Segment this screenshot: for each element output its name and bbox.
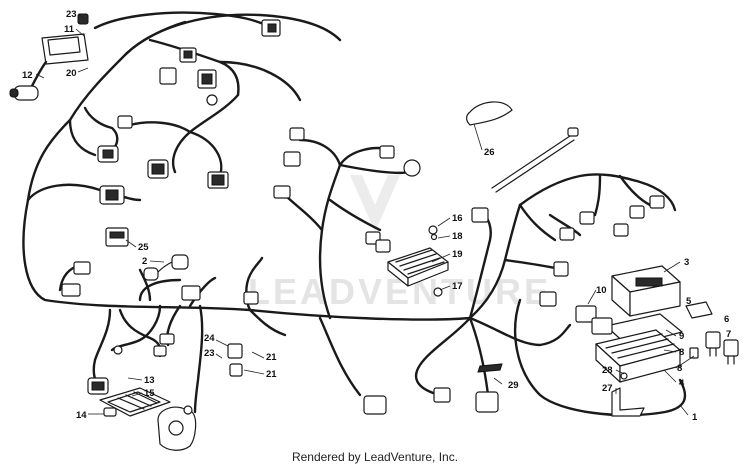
- callout-27: 27: [602, 383, 613, 394]
- ground-ring-terminals: [113, 333, 175, 357]
- fuse-block: [99, 387, 171, 417]
- callout-7: 7: [726, 329, 731, 340]
- harness-connector-left-block: [99, 185, 125, 205]
- fuse-8: [689, 347, 699, 359]
- watermark: LEADVENTURE: [248, 175, 548, 312]
- callout-23-lower: 23: [204, 348, 215, 359]
- voltage-regulator: [365, 225, 449, 297]
- callout-25: 25: [138, 242, 149, 253]
- callout-12: 11: [64, 24, 75, 35]
- callout-2: 2: [142, 256, 147, 267]
- footer-credit: Rendered by LeadVenture, Inc.: [291, 450, 459, 464]
- harness-connector-right-group: [471, 195, 665, 307]
- harness-connector-25: [105, 227, 129, 247]
- ignition-coil: [41, 13, 89, 65]
- callout-10: 9: [679, 331, 684, 342]
- relay-7: [723, 339, 739, 365]
- cable-ties: [466, 101, 579, 193]
- spark-plug-boot: [9, 60, 48, 101]
- harness-connector-dark-square: [207, 171, 229, 189]
- callout-23-top: 23: [66, 9, 77, 20]
- callout-20: 19: [452, 249, 463, 260]
- callout-19: 18: [452, 231, 463, 242]
- callout-13: 12: [22, 70, 33, 81]
- harness-connector-square-left: [97, 145, 119, 163]
- callout-21-lower: 21: [266, 352, 277, 363]
- harness-connector-top-center: [179, 47, 197, 63]
- callout-18: 17: [452, 281, 463, 292]
- relay-6: [705, 331, 721, 357]
- callout-leaders: [35, 13, 695, 416]
- harness-connector-left-lower: [61, 261, 91, 297]
- callout-numbers: 23 11 20 12 25 2 26 16 18 19 17 3 10 5 6…: [22, 9, 731, 423]
- callout-8: 8: [677, 363, 682, 374]
- callout-17: 16: [452, 213, 463, 224]
- fuse-box-assembly: [595, 265, 683, 383]
- callout-28: 28: [602, 365, 613, 376]
- relay-11: [575, 305, 613, 335]
- callout-14: 13: [144, 375, 155, 386]
- callout-15: 14: [76, 410, 87, 421]
- relay-5: [685, 301, 713, 319]
- callout-4: 4: [679, 378, 685, 389]
- callout-16: 15: [144, 388, 155, 399]
- harness-connector-lower-left: [87, 377, 109, 395]
- diode-24: [227, 343, 243, 377]
- bracket-27: [611, 372, 645, 417]
- callout-11: 10: [596, 285, 607, 296]
- callout-9: 8: [679, 347, 684, 358]
- harness-connector-center-top: [273, 127, 421, 199]
- callout-5: 5: [686, 296, 692, 307]
- callout-24: 24: [204, 333, 215, 344]
- callout-6: 6: [724, 314, 729, 325]
- fuse-holder-2: [143, 254, 189, 281]
- sensor-module-lower: [157, 405, 197, 451]
- callout-22: 21: [266, 369, 277, 380]
- harness-connector-bottom-center: [363, 363, 503, 415]
- callout-29: 29: [508, 380, 519, 391]
- harness-connector-relay: [159, 67, 218, 106]
- harness-connector-top-right: [261, 19, 281, 37]
- callout-3: 3: [684, 257, 689, 268]
- callout-26: 26: [484, 147, 495, 158]
- harness-connector-center-lower: [181, 285, 259, 305]
- callout-21-top: 20: [66, 68, 77, 79]
- harness-connector-small-left: [117, 115, 133, 129]
- harness-connector-mid-left: [147, 159, 169, 179]
- callout-1: 1: [692, 412, 698, 423]
